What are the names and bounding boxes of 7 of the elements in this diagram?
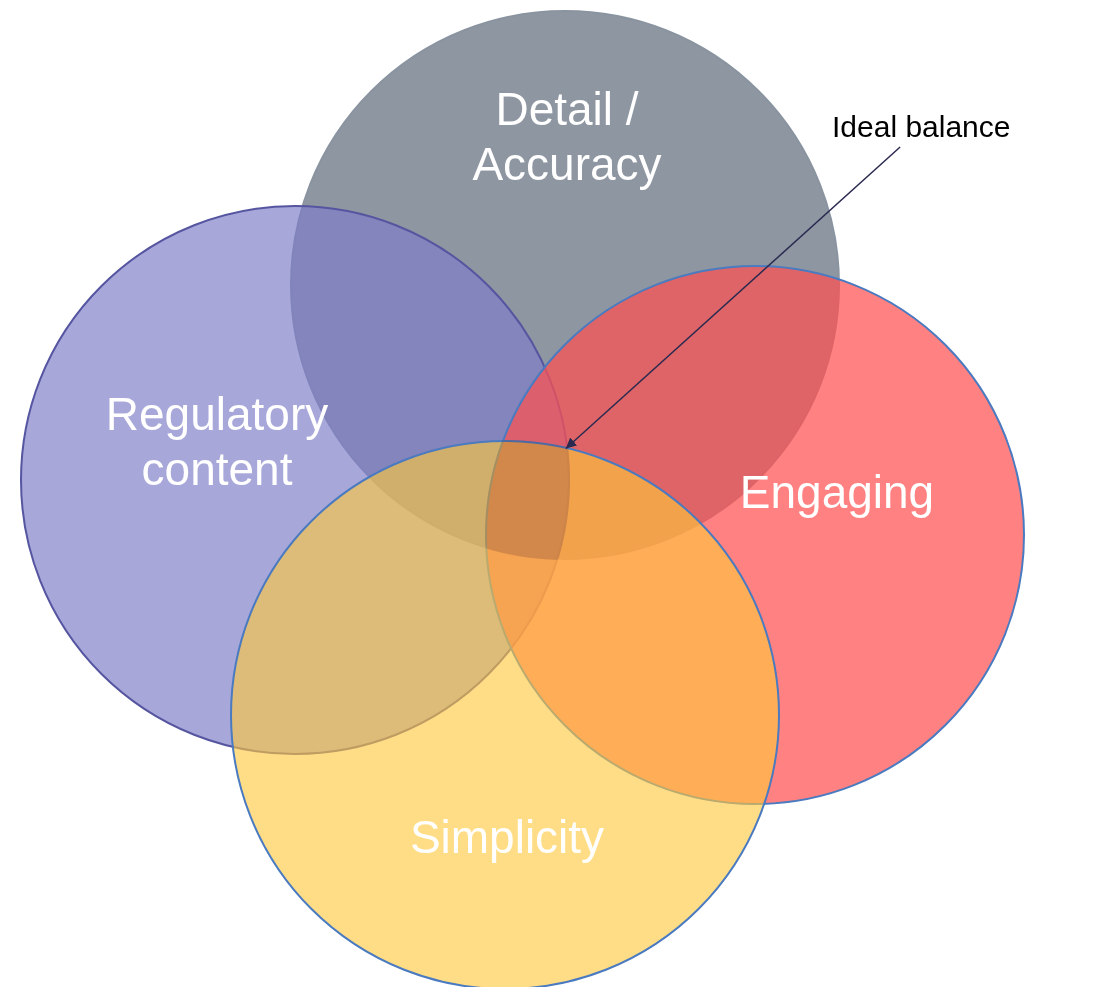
overlap-region (485, 440, 570, 560)
leader-line (565, 146, 901, 450)
circle-label: Simplicity (408, 809, 606, 865)
circle-label: Detail / Accuracy (471, 82, 663, 193)
circle-label: Engaging (738, 464, 936, 520)
callout-text: Ideal balance (832, 110, 1011, 144)
circle-label: Regulatory content (104, 387, 330, 498)
